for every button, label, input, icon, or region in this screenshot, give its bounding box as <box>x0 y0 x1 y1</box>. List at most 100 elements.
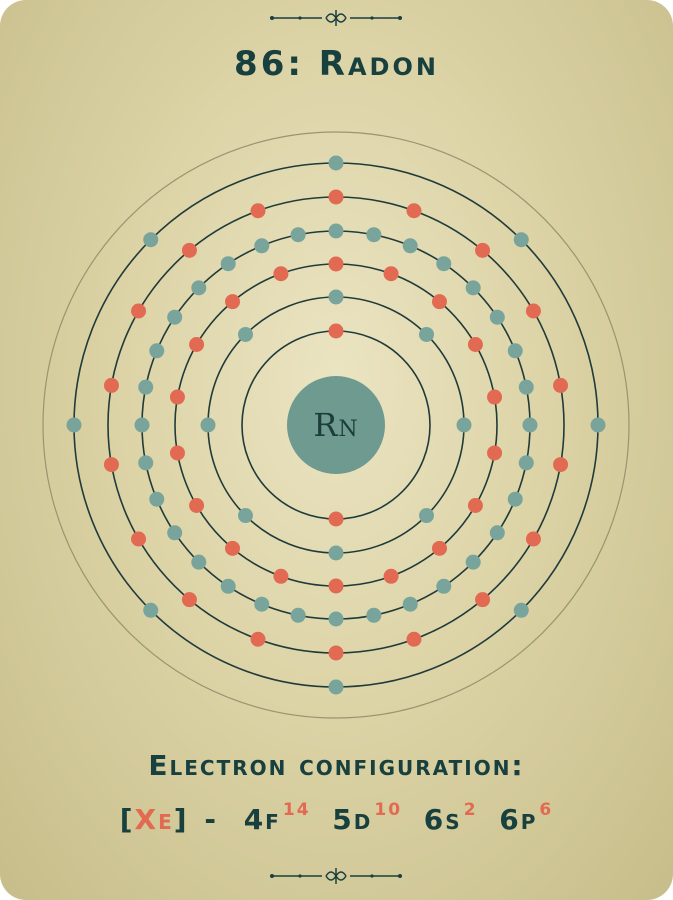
electron-shell-4 <box>290 227 306 243</box>
electron-shell-2 <box>419 508 435 524</box>
orbital-label: 5d <box>332 803 373 836</box>
electron-shell-5 <box>328 645 344 661</box>
electron-shell-4 <box>507 343 523 359</box>
electron-shell-5 <box>181 242 197 258</box>
electron-shell-5 <box>250 631 266 647</box>
electron-shell-2 <box>328 545 344 561</box>
outer-ring <box>42 131 630 719</box>
electron-shell-5 <box>250 203 266 219</box>
electron-shell-4 <box>489 525 505 541</box>
electron-shell-2 <box>456 417 472 433</box>
electron-shell-5 <box>475 242 491 258</box>
electron-shell-4 <box>138 379 154 395</box>
electron-shell-4 <box>366 227 382 243</box>
electron-shell-4 <box>149 491 165 507</box>
electron-shell-4 <box>290 607 306 623</box>
electron-shell-4 <box>465 280 481 296</box>
config-dash: - <box>204 803 218 836</box>
electron-shell-5 <box>131 303 147 319</box>
bracket-close: ] <box>173 803 189 836</box>
electron-shell-4 <box>402 596 418 612</box>
electron-shell-4 <box>191 554 207 570</box>
electron-shell-4 <box>167 525 183 541</box>
electron-shell-4 <box>220 256 236 272</box>
electron-shell-3 <box>467 498 483 513</box>
electron-shell-5 <box>131 531 147 547</box>
orbital-label: 4f <box>243 803 281 836</box>
electron-shell-3 <box>467 337 483 352</box>
electron-shell-5 <box>406 203 422 219</box>
electron-shell-6 <box>66 417 82 433</box>
atom-diagram <box>42 131 630 719</box>
electron-shell-3 <box>225 294 241 310</box>
orbital-label: 6s <box>423 803 462 836</box>
electron-shell-6 <box>328 155 344 171</box>
configuration-heading: Electron configuration: <box>148 749 525 782</box>
electron-shell-1 <box>328 511 344 527</box>
electron-shell-4 <box>465 554 481 570</box>
electron-shell-4 <box>134 417 150 433</box>
electron-shell-3 <box>225 540 241 556</box>
electron-shell-4 <box>366 607 382 623</box>
orbital-count: 10 <box>374 800 403 820</box>
orbital-count: 6 <box>539 800 554 820</box>
electron-shell-4 <box>138 455 154 471</box>
page-title: 86: Radon <box>234 44 439 84</box>
bracket-open: [ <box>119 803 135 836</box>
orbital-count: 14 <box>282 800 311 820</box>
electron-shell-4 <box>328 223 344 239</box>
electron-shell-3 <box>273 568 289 584</box>
electron-shell-3 <box>189 337 205 352</box>
electron-shell-5 <box>181 592 197 608</box>
electron-shell-4 <box>518 455 534 471</box>
electron-shell-4 <box>328 611 344 627</box>
orbital-label: 6p <box>499 803 538 836</box>
electron-shell-4 <box>191 280 207 296</box>
electron-shell-2 <box>237 508 253 524</box>
electron-shell-5 <box>328 189 344 205</box>
electron-shell-1 <box>328 323 344 339</box>
electron-shell-3 <box>189 498 205 513</box>
electron-shell-3 <box>431 294 447 310</box>
bottom-ornament <box>270 868 402 884</box>
electron-shell-4 <box>254 596 270 612</box>
electron-shell-3 <box>383 568 399 584</box>
electron-shell-4 <box>149 343 165 359</box>
electron-shell-6 <box>590 417 606 433</box>
electron-shell-3 <box>487 389 503 405</box>
electron-shell-4 <box>489 309 505 325</box>
electron-shell-4 <box>436 578 452 594</box>
electron-shell-3 <box>383 266 399 282</box>
element-symbol: Rn <box>313 406 359 444</box>
electron-shell-4 <box>254 238 270 254</box>
electron-shell-5 <box>103 457 119 473</box>
electron-shell-4 <box>507 491 523 507</box>
electron-shell-6 <box>143 232 159 248</box>
electron-shell-3 <box>328 578 344 594</box>
top-ornament <box>270 10 402 26</box>
electron-shell-6 <box>513 602 529 618</box>
electron-shell-4 <box>436 256 452 272</box>
electron-shell-5 <box>103 377 119 393</box>
electron-shell-6 <box>143 602 159 618</box>
electron-shell-4 <box>220 578 236 594</box>
core-element: Xe <box>134 803 174 836</box>
electron-shell-3 <box>273 266 289 282</box>
electron-shell-4 <box>522 417 538 433</box>
electron-shell-5 <box>553 377 569 393</box>
electron-shell-3 <box>328 256 344 272</box>
electron-shell-3 <box>431 540 447 556</box>
electron-shell-2 <box>419 326 435 342</box>
electron-shell-4 <box>167 309 183 325</box>
electron-shell-2 <box>328 289 344 305</box>
electron-shell-5 <box>406 631 422 647</box>
electron-shell-2 <box>237 326 253 342</box>
nucleus <box>287 376 385 474</box>
electron-shell-2 <box>200 417 216 433</box>
electron-shell-5 <box>525 531 541 547</box>
